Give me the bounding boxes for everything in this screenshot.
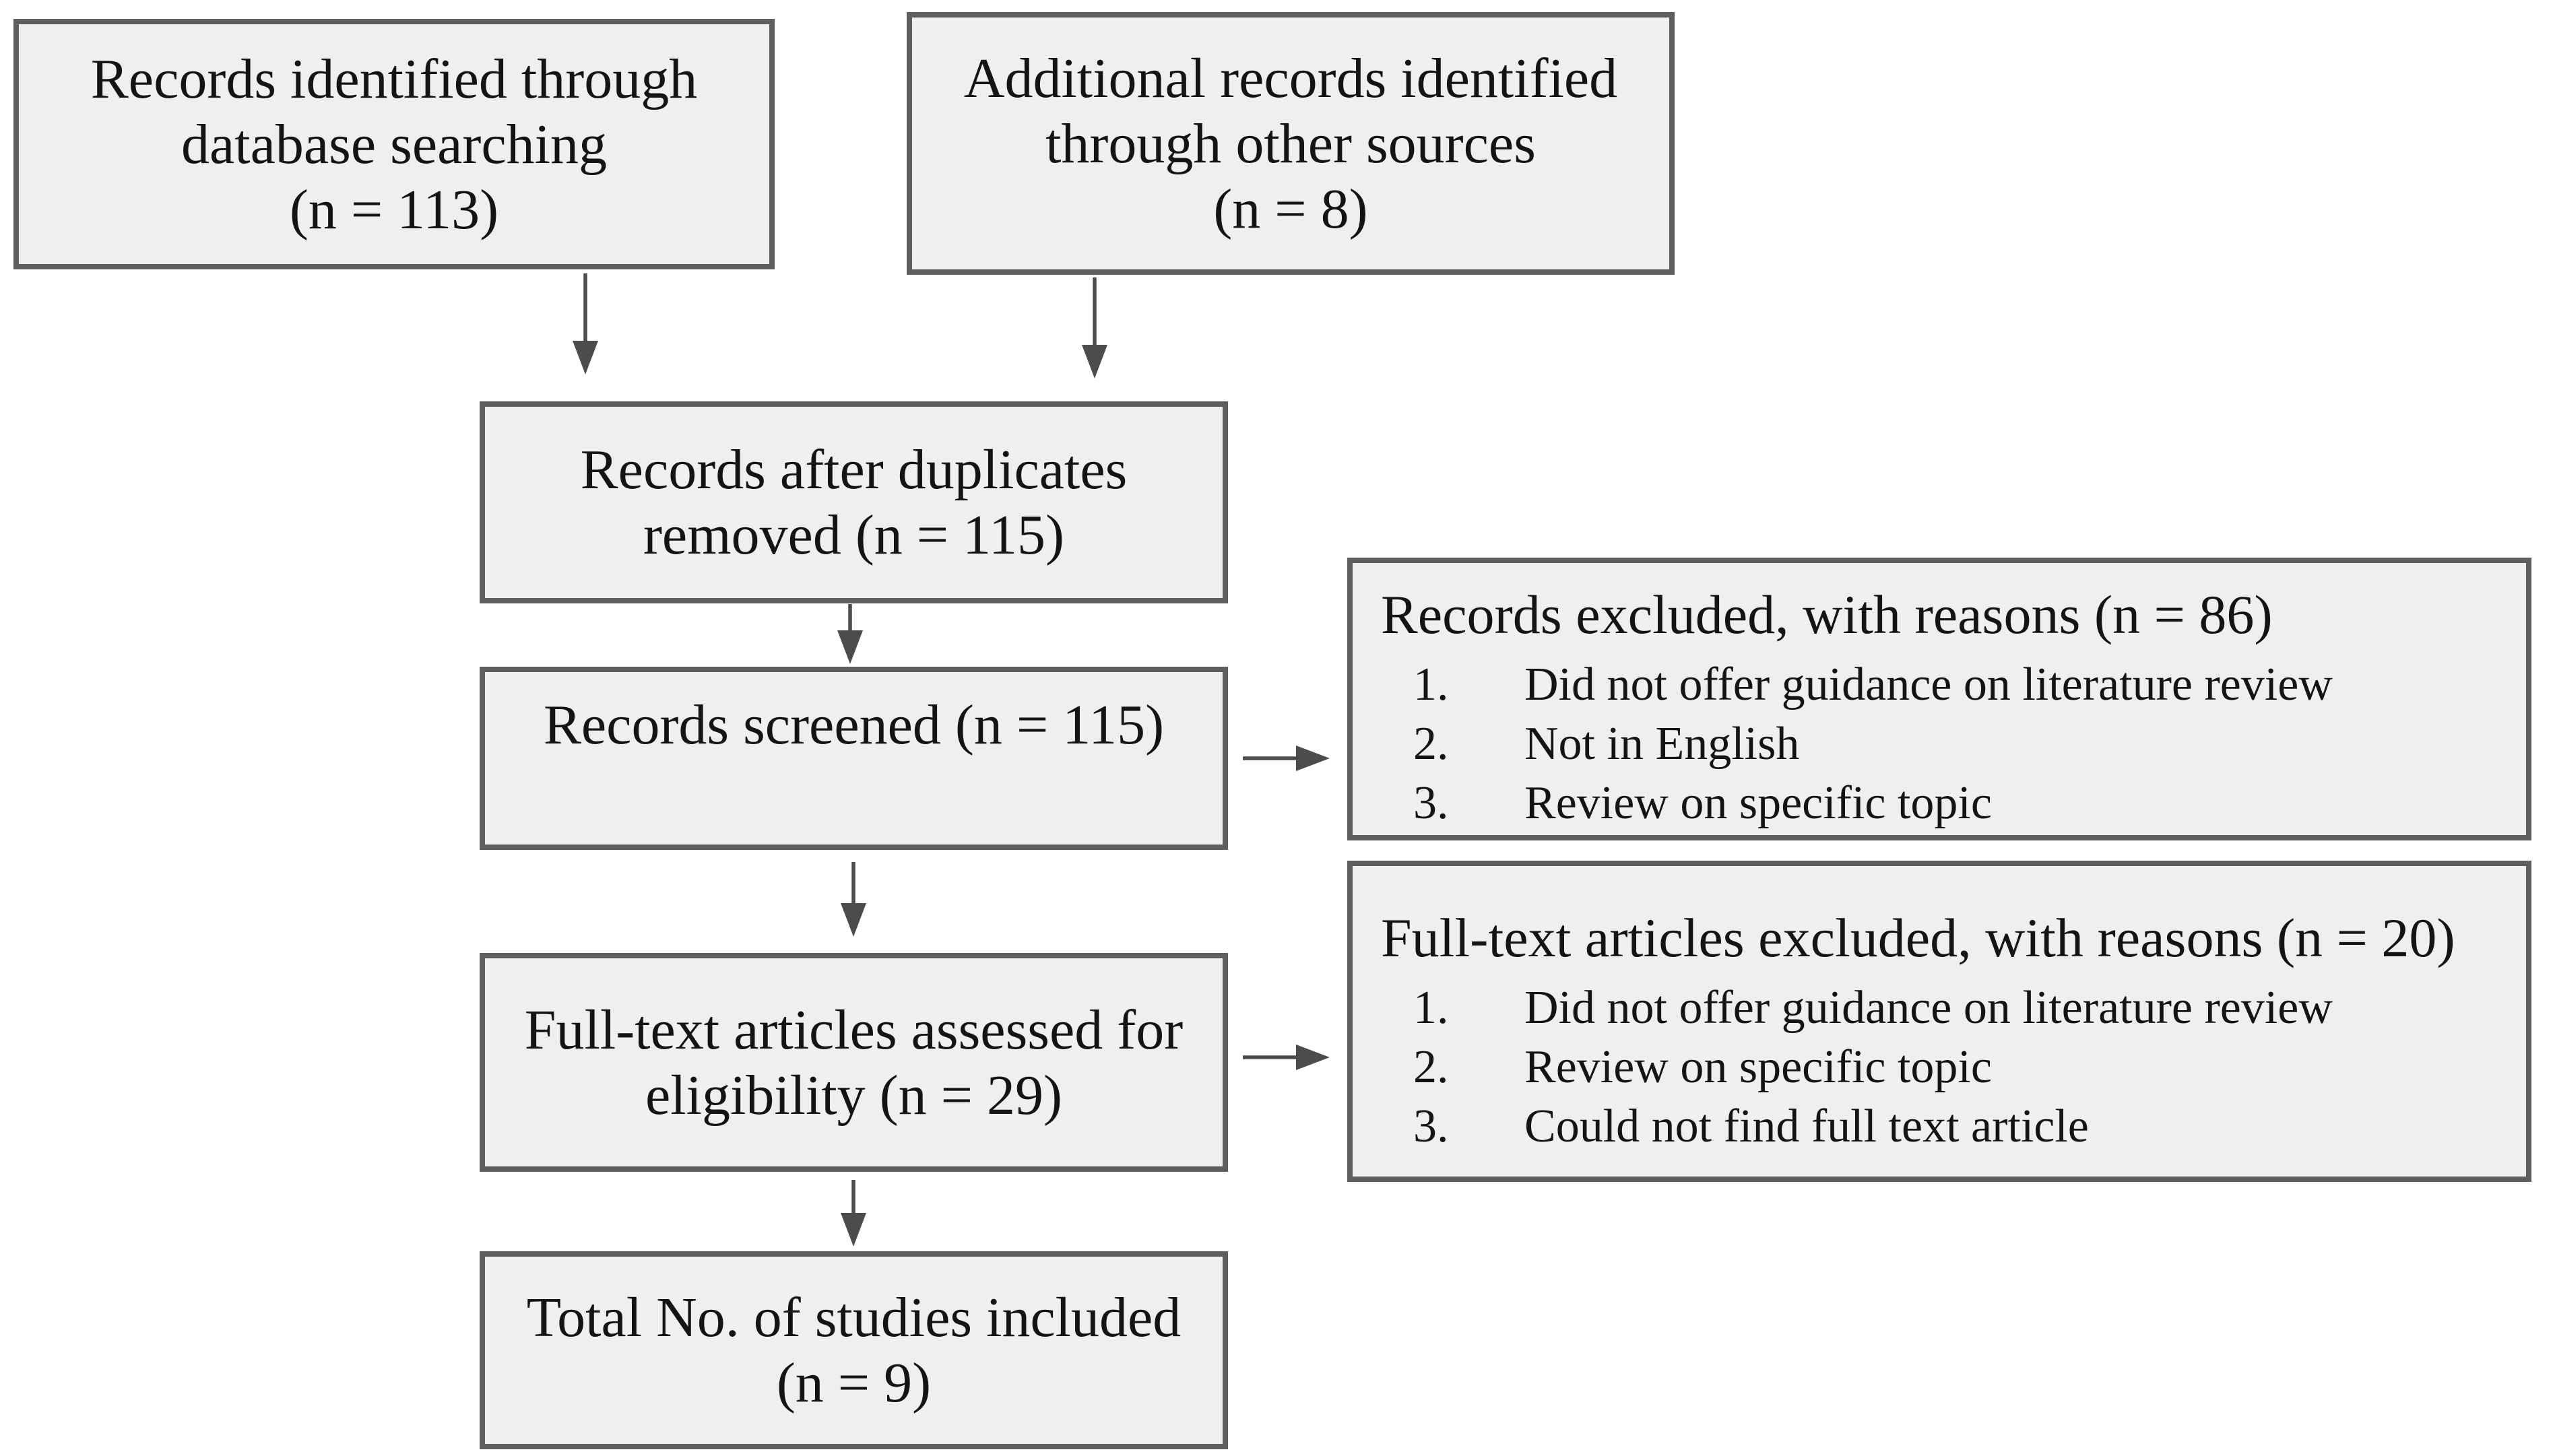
exclusion-reason: 1. Did not offer guidance on literature r…: [1381, 979, 2506, 1038]
exclusion-reason: 2. Not in English: [1381, 715, 2506, 774]
box-text-line: Records identified through: [90, 47, 698, 110]
exclusion-reason: 3. Could not find full text article: [1381, 1097, 2506, 1156]
item-number: 3.: [1413, 777, 1449, 829]
item-text: Could not find full text article: [1524, 1100, 2089, 1152]
item-number: 2.: [1413, 718, 1449, 770]
box-text-line: removed (n = 115): [643, 504, 1065, 566]
item-text: Review on specific topic: [1524, 1041, 1992, 1093]
node-records-after-duplicates-removed: Records after duplicates removed (n = 11…: [480, 401, 1228, 603]
item-number: 2.: [1413, 1041, 1449, 1093]
box-count: (n = 113): [289, 178, 499, 241]
exclusion-reason: 1. Did not offer guidance on literature r…: [1381, 655, 2506, 715]
exclusion-reasons-list: 1. Did not offer guidance on literature r…: [1381, 655, 2506, 833]
exclusion-reason: 3. Review on specific topic: [1381, 774, 2506, 833]
item-text: Did not offer guidance on literature rev…: [1524, 659, 2333, 710]
item-text: Not in English: [1524, 718, 1800, 770]
box-text-line: Additional records identified: [963, 46, 1618, 110]
node-records-identified-database: Records identified through database sear…: [13, 19, 775, 269]
exclusion-title: Full-text articles excluded, with reason…: [1381, 907, 2455, 968]
item-number: 3.: [1413, 1100, 1449, 1152]
item-text: Review on specific topic: [1524, 777, 1992, 829]
box-count: (n = 9): [776, 1352, 932, 1414]
arrow-eligibility-to-included: [841, 1180, 866, 1247]
exclusion-title: Records excluded, with reasons (n = 86): [1381, 584, 2273, 645]
item-number: 1.: [1413, 982, 1449, 1034]
box-count: (n = 8): [1213, 177, 1368, 240]
arrow-other-to-duplicates: [1082, 277, 1107, 378]
box-text-line: through other sources: [1045, 112, 1536, 175]
node-total-studies-included: Total No. of studies included (n = 9): [480, 1251, 1228, 1449]
node-records-excluded: Records excluded, with reasons (n = 86) …: [1347, 558, 2531, 840]
box-text-line: database searching: [181, 112, 607, 176]
box-text-line: Records after duplicates: [580, 438, 1128, 501]
exclusion-reason: 2. Review on specific topic: [1381, 1038, 2506, 1097]
node-records-screened: Records screened (n = 115): [480, 667, 1228, 850]
exclusion-reasons-list: 1. Did not offer guidance on literature r…: [1381, 979, 2506, 1156]
box-text-line: Records screened (n = 115): [543, 694, 1165, 756]
arrow-db-to-duplicates: [573, 273, 598, 374]
item-number: 1.: [1413, 659, 1449, 710]
item-text: Did not offer guidance on literature rev…: [1524, 982, 2333, 1034]
arrow-screened-to-excluded: [1243, 746, 1330, 771]
arrow-duplicates-to-screened: [837, 604, 863, 664]
node-additional-records-other-sources: Additional records identified through ot…: [907, 12, 1675, 275]
arrow-screened-to-eligibility: [841, 862, 866, 937]
node-fulltext-assessed: Full-text articles assessed for eligibil…: [480, 953, 1228, 1172]
box-text-line: eligibility (n = 29): [645, 1063, 1062, 1127]
box-text-line: Full-text articles assessed for: [524, 998, 1184, 1061]
box-text-line: Total No. of studies included: [526, 1286, 1182, 1349]
arrow-eligibility-to-excluded: [1243, 1045, 1330, 1070]
node-fulltext-excluded: Full-text articles excluded, with reason…: [1347, 861, 2531, 1182]
